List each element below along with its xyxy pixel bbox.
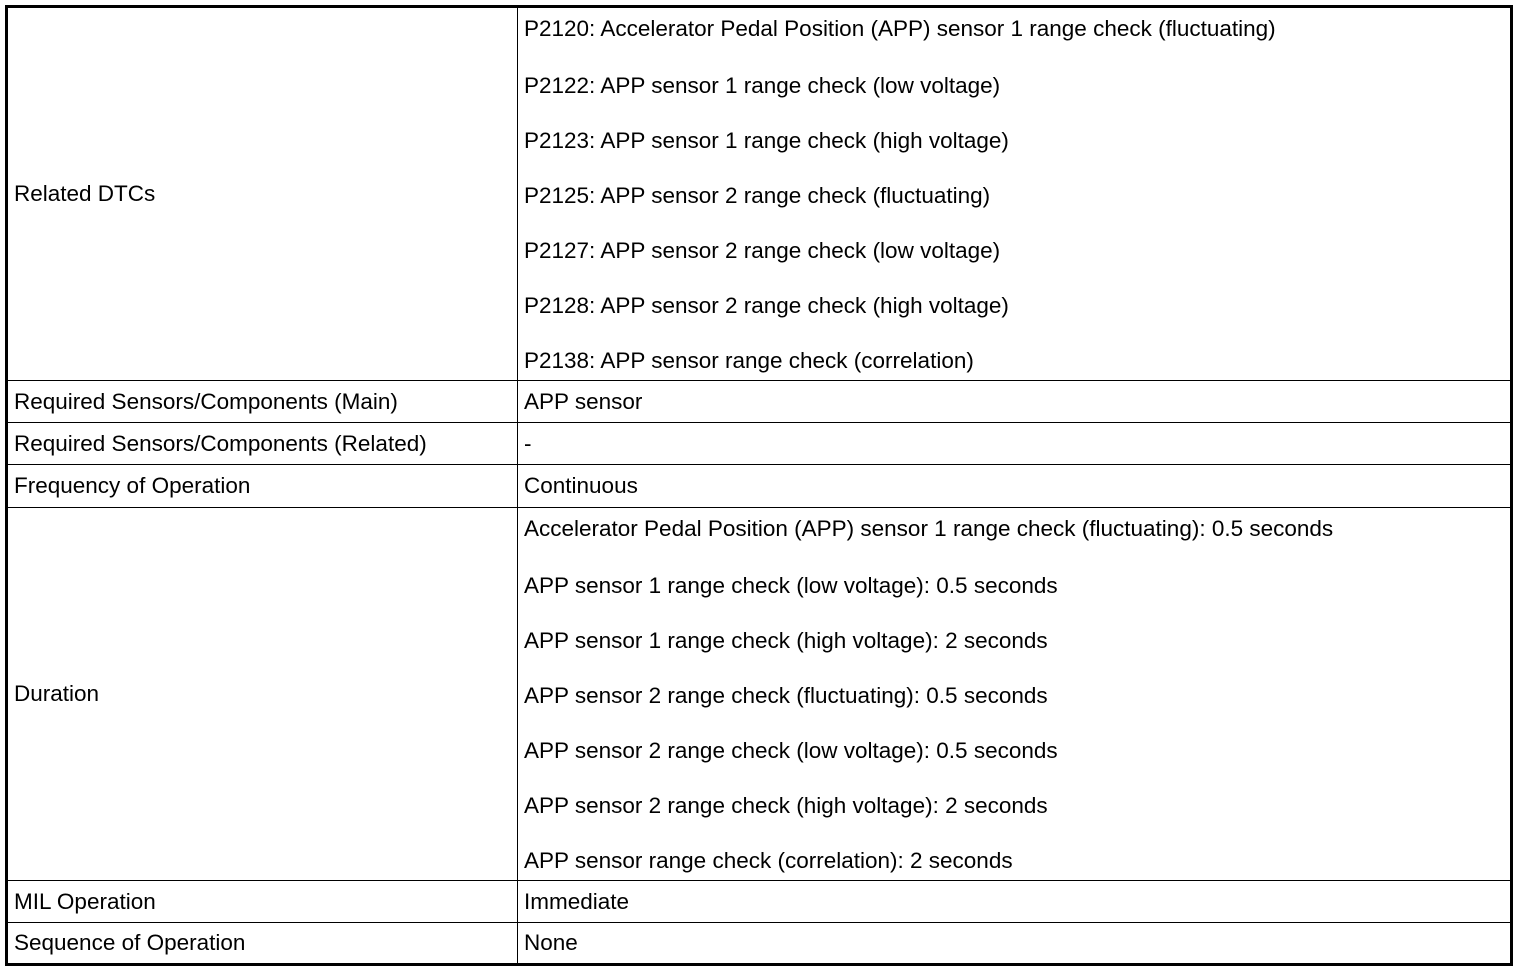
duration-cell: Accelerator Pedal Position (APP) sensor … <box>517 506 1510 882</box>
duration-line: APP sensor 2 range check (high voltage):… <box>524 792 1048 818</box>
row-label-duration: Duration <box>8 506 518 882</box>
row-label-required-main: Required Sensors/Components (Main) <box>8 380 518 424</box>
related-dtcs-cell: P2120: Accelerator Pedal Position (APP) … <box>517 8 1510 382</box>
dtc-line: P2128: APP sensor 2 range check (high vo… <box>524 293 1009 319</box>
table-row: Required Sensors/Components (Related) - <box>8 422 1510 466</box>
table-row: Sequence of Operation None <box>8 922 1510 963</box>
sequence-value: None <box>517 922 1510 963</box>
dtc-line: P2123: APP sensor 1 range check (high vo… <box>524 128 1009 154</box>
duration-line: APP sensor range check (correlation): 2 … <box>524 847 1013 873</box>
table-row: Frequency of Operation Continuous <box>8 464 1510 508</box>
frequency-value: Continuous <box>517 464 1510 508</box>
mil-operation-value: Immediate <box>517 880 1510 924</box>
duration-line: Accelerator Pedal Position (APP) sensor … <box>524 515 1334 541</box>
duration-line: APP sensor 1 range check (low voltage): … <box>524 572 1058 598</box>
spec-sheet: Related DTCs P2120: Accelerator Pedal Po… <box>5 5 1513 966</box>
table-row: Duration Accelerator Pedal Position (APP… <box>8 506 1510 882</box>
table-row: Related DTCs P2120: Accelerator Pedal Po… <box>8 8 1510 382</box>
dtc-line: P2125: APP sensor 2 range check (fluctua… <box>524 183 991 209</box>
table-row: MIL Operation Immediate <box>8 880 1510 924</box>
dtc-line: P2122: APP sensor 1 range check (low vol… <box>524 73 1001 99</box>
row-label-mil-operation: MIL Operation <box>8 880 518 924</box>
duration-line: APP sensor 2 range check (low voltage): … <box>524 737 1058 763</box>
specification-table: Related DTCs P2120: Accelerator Pedal Po… <box>8 8 1510 963</box>
duration-line: APP sensor 1 range check (high voltage):… <box>524 627 1048 653</box>
row-label-frequency: Frequency of Operation <box>8 464 518 508</box>
required-related-value: - <box>517 422 1510 466</box>
row-label-required-related: Required Sensors/Components (Related) <box>8 422 518 466</box>
dtc-line: P2138: APP sensor range check (correlati… <box>524 348 974 374</box>
duration-line: APP sensor 2 range check (fluctuating): … <box>524 682 1048 708</box>
table-row: Required Sensors/Components (Main) APP s… <box>8 380 1510 424</box>
row-label-sequence: Sequence of Operation <box>8 922 518 963</box>
dtc-line: P2120: Accelerator Pedal Position (APP) … <box>524 16 1276 42</box>
dtc-line: P2127: APP sensor 2 range check (low vol… <box>524 238 1001 264</box>
required-main-value: APP sensor <box>517 380 1510 424</box>
row-label-related-dtcs: Related DTCs <box>8 8 518 382</box>
